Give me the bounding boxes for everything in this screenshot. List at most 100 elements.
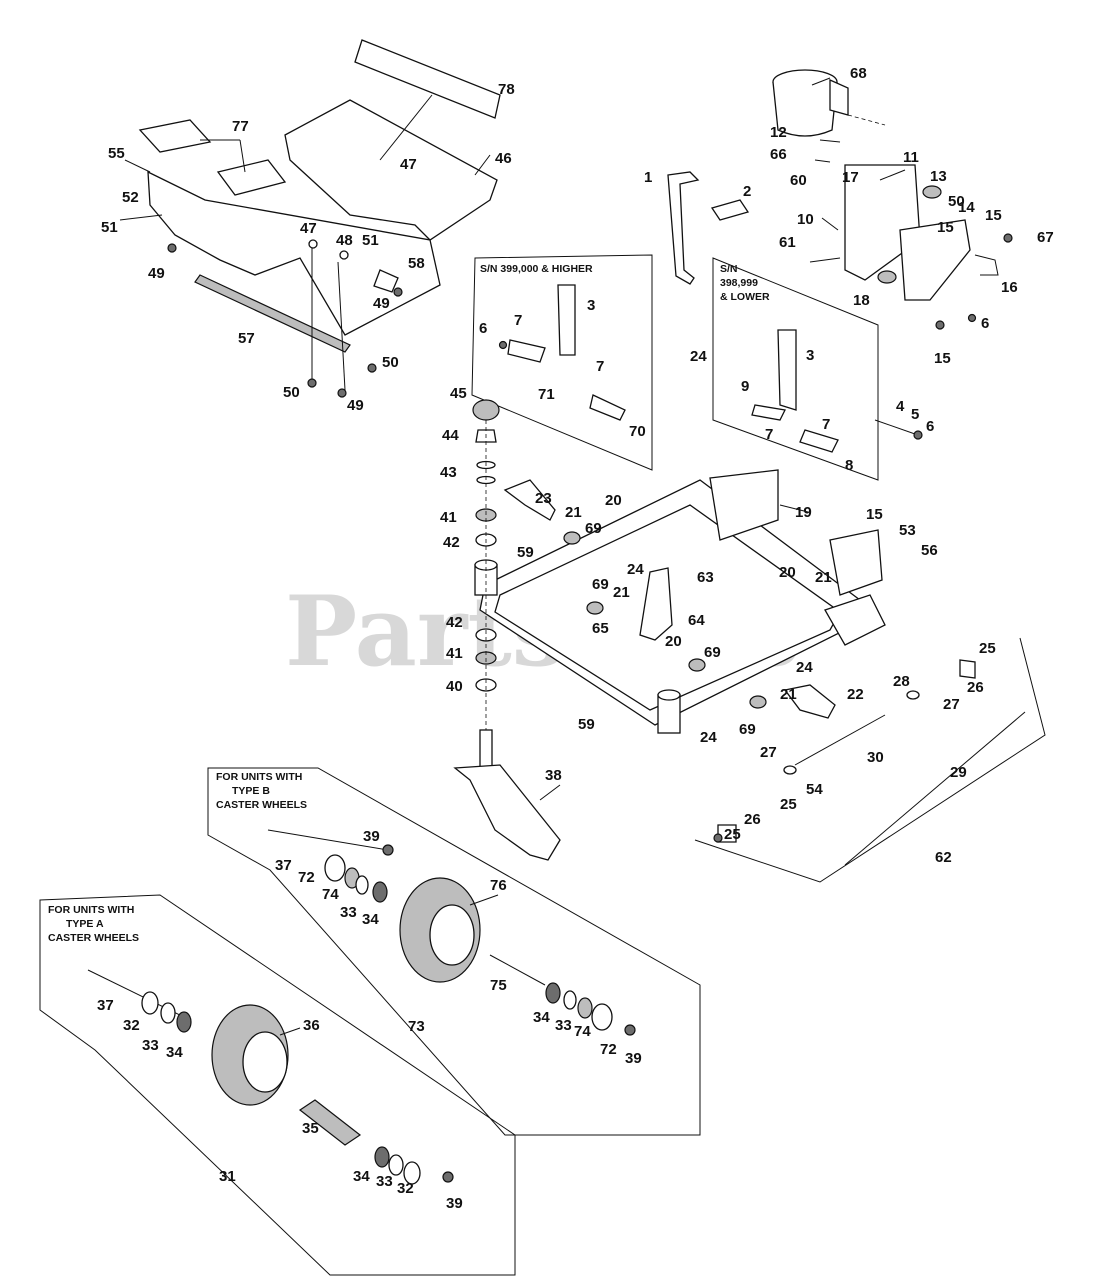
part-62-bracket-line [694,637,1046,883]
callout-24a: 24 [690,348,707,365]
callout-44: 44 [442,427,459,444]
sn-low-label-3: & LOWER [720,291,770,303]
callout-24d: 24 [700,729,717,746]
callout-33c: 33 [142,1037,159,1054]
callout-19: 19 [795,504,812,521]
callout-73: 73 [408,1018,425,1035]
part-77-pad-b [216,159,287,196]
callout-65: 65 [592,620,609,637]
part-19-plate [709,469,779,541]
part-7-plate-c [751,404,786,421]
callout-14: 14 [958,199,975,216]
callout-49b: 49 [373,295,390,312]
part-33-b2 [563,990,577,1010]
callout-74a: 74 [322,886,339,903]
sn-high-box: S/N 399,000 & HIGHER [471,254,653,471]
callout-25b: 25 [780,796,797,813]
part-3-lever-low [777,329,797,411]
callout-68: 68 [850,65,867,82]
callout-33a: 33 [340,904,357,921]
type-a-label-2: TYPE A [66,918,104,930]
nut-49 [167,243,177,253]
callout-49a: 49 [148,265,165,282]
part-22-arm [783,684,836,719]
callout-60: 60 [790,172,807,189]
part-68-cupholder [772,81,838,137]
leader-55 [124,159,151,173]
leader-38 [539,784,561,801]
callout-39a: 39 [363,828,380,845]
callout-72a: 72 [298,869,315,886]
part-63-bracket [639,567,673,641]
callout-21a: 21 [565,504,582,521]
callout-61: 61 [779,234,796,251]
callout-69a: 69 [585,520,602,537]
part-68-bracket [829,78,849,116]
callout-54: 54 [806,781,823,798]
callout-74b: 74 [574,1023,591,1040]
callout-9: 9 [741,378,749,395]
callout-26b: 26 [744,811,761,828]
callout-77: 77 [232,118,249,135]
callout-45: 45 [450,385,467,402]
type-a-box: FOR UNITS WITH TYPE A CASTER WHEELS [39,894,516,1276]
callout-76: 76 [490,877,507,894]
part-78-decal [354,39,501,119]
callout-50b: 50 [283,384,300,401]
callout-66: 66 [770,146,787,163]
part-16-spring [974,254,999,276]
callout-25a: 25 [979,640,996,657]
callout-21d: 21 [780,686,797,703]
leader-78 [379,94,433,161]
nut-6-low [913,430,923,440]
callout-37a: 37 [275,857,292,874]
part-25-nut-c [713,833,723,843]
callout-71: 71 [538,386,555,403]
callout-6c: 6 [926,418,934,435]
bolt-12 [819,139,841,143]
part-77-pad-a [138,119,212,153]
part-75-axle [489,954,546,986]
callout-67: 67 [1037,229,1054,246]
pin-48 [339,250,349,260]
callout-42a: 42 [443,534,460,551]
footrest-assembly [119,39,501,398]
type-a-label-1: FOR UNITS WITH [48,904,134,916]
callout-7b: 7 [596,358,604,375]
bolt-51 [119,214,163,221]
part-7-plate-b [589,394,626,421]
part-34-b2 [545,982,561,1004]
callout-6a: 6 [981,315,989,332]
callout-78: 78 [498,81,515,98]
callout-2: 2 [743,183,751,200]
callout-46: 46 [495,150,512,167]
callout-52: 52 [122,189,139,206]
callout-59b: 59 [578,716,595,733]
leader-77b [239,139,246,173]
part-72-b2 [591,1003,613,1031]
leader-76 [469,894,499,906]
part-35-sleeve [298,1099,362,1146]
sn-high-label: S/N 399,000 & HIGHER [480,263,593,275]
callout-49c: 49 [347,397,364,414]
callout-32b: 32 [397,1180,414,1197]
callout-7a: 7 [514,312,522,329]
callout-69d: 69 [739,721,756,738]
callout-24b: 24 [627,561,644,578]
callout-26a: 26 [967,679,984,696]
bushing-69c [688,658,706,672]
callout-1: 1 [644,169,652,186]
type-a-label-3: CASTER WHEELS [48,932,139,944]
callout-5: 5 [911,406,919,423]
callout-10: 10 [797,211,814,228]
callout-20c: 20 [779,564,796,581]
nut-49b [393,287,403,297]
callout-15b: 15 [985,207,1002,224]
callout-11: 11 [903,149,919,166]
part-13-spacer [922,185,942,199]
part-7-plate-d [799,429,839,453]
callout-55: 55 [108,145,125,162]
callout-56: 56 [921,542,938,559]
leader-11 [879,169,906,181]
